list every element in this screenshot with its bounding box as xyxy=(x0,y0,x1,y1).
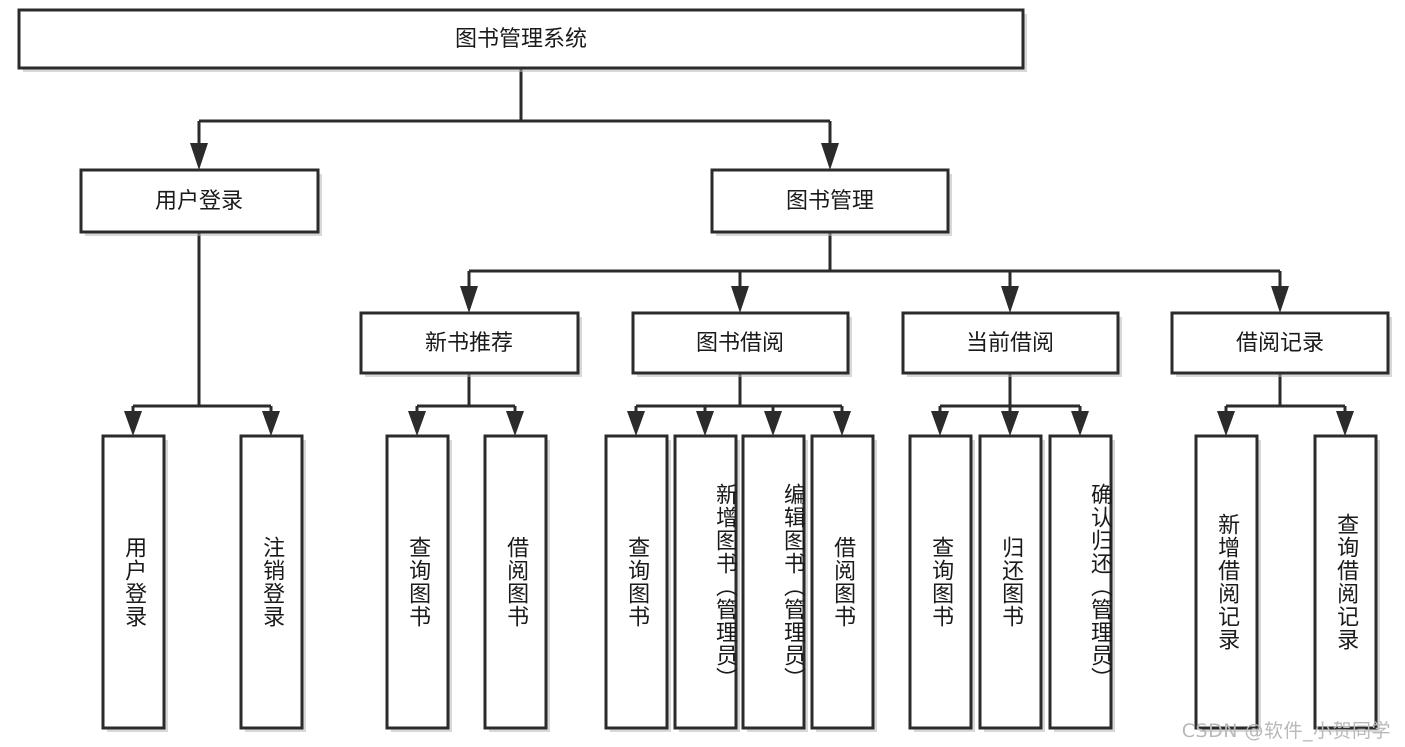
arrow-head-to-leaf-edit-book xyxy=(764,411,782,436)
node-leaf-add-record[interactable] xyxy=(1194,434,1261,732)
node-book-borrow-label: 图书借阅 xyxy=(696,331,784,356)
node-current-borrow-label: 当前借阅 xyxy=(966,331,1054,356)
node-leaf-query-book-2[interactable] xyxy=(604,434,671,732)
node-new-book-recommend[interactable]: 新书推荐 xyxy=(359,311,582,377)
node-leaf-user-logout[interactable] xyxy=(239,434,306,732)
arrow-head-to-leaf-add-book xyxy=(696,411,714,436)
node-leaf-borrow-book-2[interactable] xyxy=(810,434,877,732)
connector-group-book-manage-to-level3 xyxy=(460,232,1289,313)
node-book-borrow[interactable]: 图书借阅 xyxy=(631,311,852,377)
node-user-login[interactable]: 用户登录 xyxy=(79,168,322,236)
node-borrow-record[interactable]: 借阅记录 xyxy=(1170,311,1392,377)
arrow-head-to-book-borrow xyxy=(731,286,749,313)
node-book-manage-label: 图书管理 xyxy=(786,189,874,214)
node-new-book-recommend-label: 新书推荐 xyxy=(425,331,513,356)
arrow-head-to-leaf-user-logout xyxy=(262,411,280,436)
node-book-manage[interactable]: 图书管理 xyxy=(710,168,952,236)
node-current-borrow[interactable]: 当前借阅 xyxy=(901,311,1122,377)
arrow-head-to-leaf-query-book-2 xyxy=(627,411,645,436)
arrow-head-to-current-borrow xyxy=(1001,286,1019,313)
node-leaf-query-record[interactable] xyxy=(1313,434,1380,732)
arrow-head-to-leaf-borrow-book-1 xyxy=(506,411,524,436)
watermark-text: CSDN @软件_小贺同学 xyxy=(1181,720,1391,742)
node-leaf-borrow-book-1[interactable] xyxy=(483,434,550,732)
connector-group-current-borrow-to-leaves xyxy=(931,374,1089,436)
arrow-head-to-leaf-borrow-book-2 xyxy=(833,411,851,436)
arrow-head-to-user-login xyxy=(190,143,208,170)
arrow-head-to-leaf-query-record xyxy=(1336,411,1354,436)
node-root[interactable]: 图书管理系统 xyxy=(17,8,1027,72)
node-leaf-query-book-1[interactable] xyxy=(385,434,452,732)
node-user-login-label: 用户登录 xyxy=(155,189,243,214)
connector-group-borrow-record-to-leaves xyxy=(1217,374,1354,436)
arrow-head-to-leaf-query-book-1 xyxy=(408,411,426,436)
connector-group-user-login-to-leaves xyxy=(124,232,280,436)
connector-group-book-borrow-to-leaves xyxy=(627,374,851,436)
node-leaf-user-login[interactable] xyxy=(101,434,168,732)
arrow-head-to-new-book-recommend xyxy=(460,286,478,313)
arrow-head-to-leaf-return-book xyxy=(1001,411,1019,436)
connector-group-root-to-level2 xyxy=(190,68,839,170)
node-borrow-record-label: 借阅记录 xyxy=(1236,331,1324,356)
node-leaf-edit-book[interactable] xyxy=(741,434,808,732)
arrow-head-to-borrow-record xyxy=(1271,286,1289,313)
node-root-label: 图书管理系统 xyxy=(455,27,587,52)
node-leaf-confirm-return[interactable] xyxy=(1048,434,1115,732)
node-leaf-query-book-3[interactable] xyxy=(908,434,975,732)
node-leaf-add-book[interactable] xyxy=(673,434,740,732)
arrow-head-to-leaf-query-book-3 xyxy=(931,411,949,436)
arrow-head-to-leaf-user-login xyxy=(124,411,142,436)
arrow-head-to-leaf-add-record xyxy=(1217,411,1235,436)
arrow-head-to-leaf-confirm-return xyxy=(1071,411,1089,436)
arrow-head-to-book-manage xyxy=(821,143,839,170)
connector-group-new-book-recommend-to-leaves xyxy=(408,374,524,436)
node-leaf-return-book[interactable] xyxy=(978,434,1045,732)
